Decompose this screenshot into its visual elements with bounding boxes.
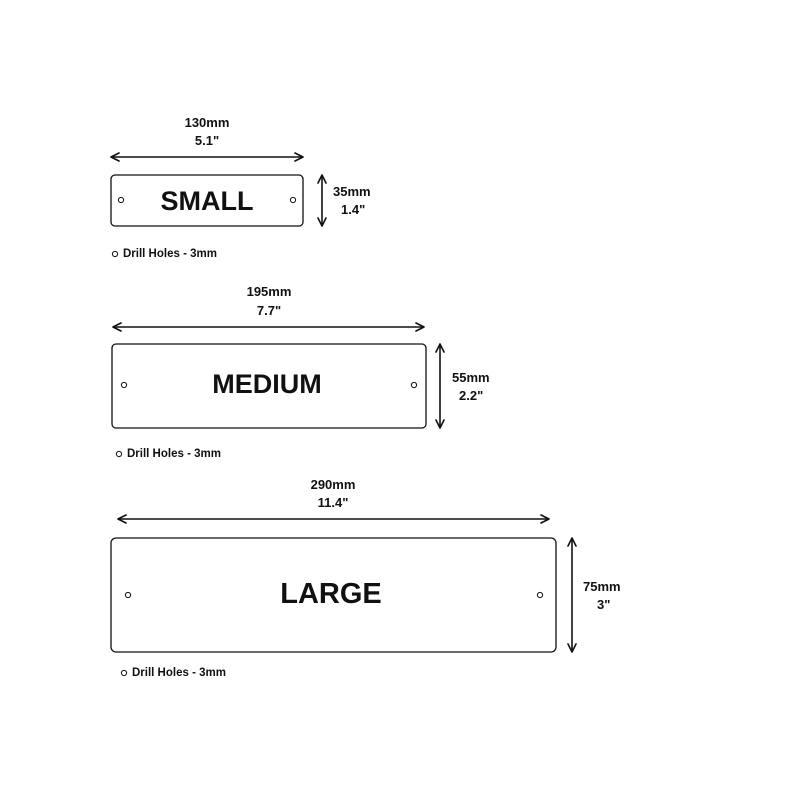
drill-holes-note: Drill Holes - 3mm	[127, 448, 221, 460]
drill-hole-left	[124, 591, 132, 599]
drill-hole-right	[410, 381, 418, 389]
hole-legend-icon	[111, 250, 119, 258]
plate-medium	[111, 343, 427, 429]
plate-group-medium: 195mm 7.7" MEDIUM 55mm 2.2" Drill Holes …	[111, 284, 490, 460]
height-in-label: 3"	[597, 597, 610, 612]
plate-name-label: SMALL	[161, 186, 254, 216]
height-mm-label: 55mm	[452, 370, 490, 385]
plate-group-large: 290mm 11.4" LARGE 75mm 3" Drill Holes - …	[110, 477, 621, 679]
width-in-label: 5.1"	[195, 133, 219, 148]
width-mm-label: 130mm	[185, 115, 230, 130]
plate-name-label: LARGE	[280, 578, 382, 610]
width-in-label: 7.7"	[257, 303, 281, 318]
drill-holes-note: Drill Holes - 3mm	[132, 667, 226, 679]
height-mm-label: 35mm	[333, 184, 371, 199]
hole-legend-icon	[115, 450, 123, 458]
height-mm-label: 75mm	[583, 579, 621, 594]
drill-hole-left	[117, 196, 125, 204]
height-in-label: 2.2"	[459, 388, 483, 403]
drill-hole-right	[289, 196, 297, 204]
plate-name-label: MEDIUM	[212, 369, 322, 399]
width-in-label: 11.4"	[318, 495, 349, 510]
drill-hole-left	[120, 381, 128, 389]
drill-holes-note: Drill Holes - 3mm	[123, 248, 217, 260]
drill-hole-right	[536, 591, 544, 599]
width-mm-label: 195mm	[247, 284, 292, 299]
height-in-label: 1.4"	[341, 202, 365, 217]
plate-small	[110, 174, 304, 227]
plate-large	[110, 537, 557, 653]
plate-group-small: 130mm 5.1" SMALL 35mm 1.4" Drill Holes -…	[110, 115, 371, 260]
hole-legend-icon	[120, 669, 128, 677]
width-mm-label: 290mm	[311, 477, 356, 492]
